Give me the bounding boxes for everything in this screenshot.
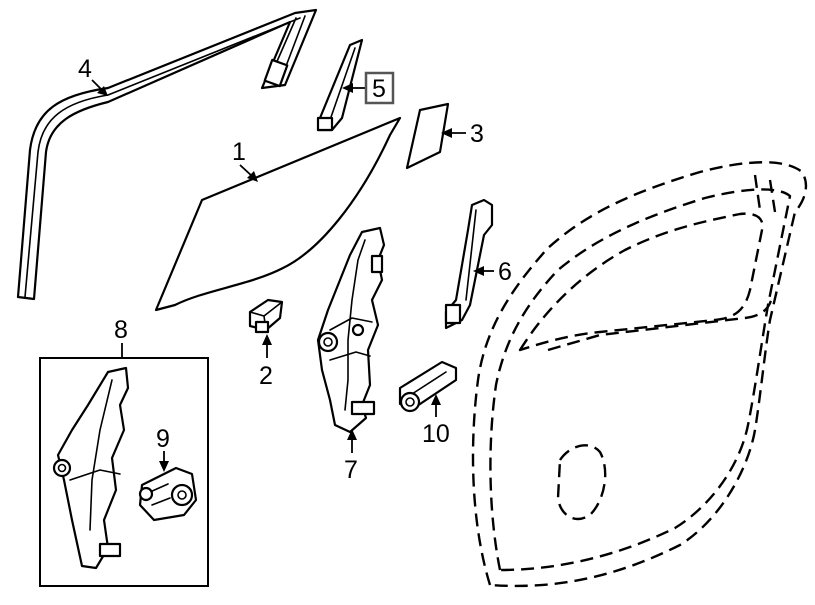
- part-4-run-channel: [16, 8, 318, 301]
- part-5-trim-strip: [316, 38, 364, 132]
- callout-8: 8: [114, 316, 128, 344]
- door-outline: [471, 161, 808, 588]
- part-8-box: [39, 357, 209, 587]
- callout-10: 10: [422, 420, 450, 448]
- part-10-bracket: [398, 360, 458, 413]
- callout-6: 6: [498, 258, 512, 286]
- callout-9: 9: [156, 425, 170, 453]
- callout-3: 3: [470, 120, 484, 148]
- callout-5: 5: [372, 75, 386, 103]
- callout-7: 7: [344, 456, 358, 484]
- callout-labels: 1 2 3 4 5 6 7 8 9 10: [78, 55, 512, 484]
- callout-1: 1: [232, 138, 246, 166]
- part-9-motor: [138, 466, 198, 522]
- callout-4: 4: [78, 55, 92, 83]
- callout-2: 2: [259, 362, 273, 390]
- part-6-guide-rail: [444, 198, 494, 330]
- part-3-quarter-glass: [405, 102, 450, 170]
- leader-lines: [91, 79, 494, 472]
- part-7-regulator: [316, 226, 386, 434]
- part-1-door-glass: [154, 116, 402, 312]
- part-2-clip: [248, 298, 284, 334]
- callout-5-box: [364, 71, 395, 105]
